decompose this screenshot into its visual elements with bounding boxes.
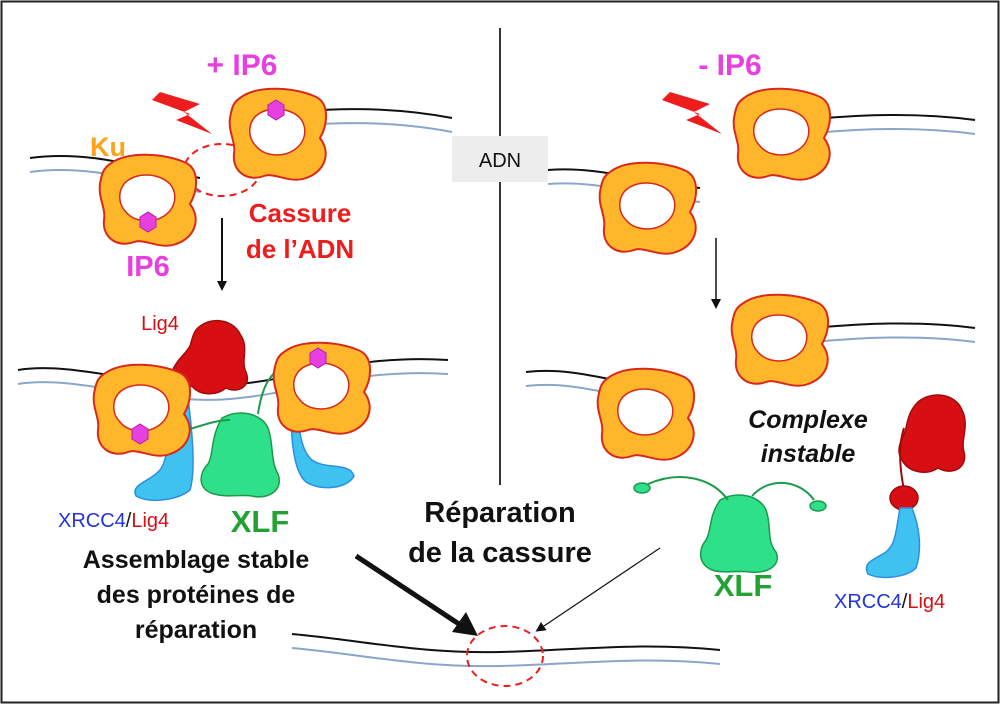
cassure-label-line2: de l’ADN [246,234,354,264]
break-lightning-icon [152,92,212,134]
xrcc4-label: XRCC4 [58,510,126,532]
minus-ip6-label: - IP6 [698,49,761,82]
ip6-molecule-icon [139,211,157,233]
assemblage-label-line1: Assemblage stable [83,546,310,574]
reparation-label-line1: Réparation [424,497,575,529]
ip6-molecule-icon [267,99,285,121]
dna-strand-repaired [291,633,721,668]
xrcc4-protein-right [290,390,355,489]
xlf-label-right: XLF [714,568,773,603]
assemblage-label-line3: réparation [135,616,257,644]
xrcc4-label-right: XRCC4 [834,591,902,613]
ku-protein-right-no-ip6 [732,87,832,181]
xrcc4-protein-free [865,507,921,579]
cassure-label-line1: Cassure [249,198,352,228]
arrow-unstable-repair [535,547,661,632]
arrow-stable-repair-head [452,612,478,636]
repaired-site-marker [466,625,544,687]
ip6-label: IP6 [126,251,170,283]
adn-label: ADN [479,150,521,172]
lig4-protein [170,320,249,395]
lig4-protein-free [889,394,966,511]
ku-protein-left-no-ip6 [598,161,698,255]
reparation-label-line2: de la cassure [408,537,592,569]
complexe-label-line2: instable [761,440,856,468]
lig4-label-short: Lig4 [131,510,169,532]
assemblage-label-line2: des protéines de [97,581,296,609]
plus-ip6-label: + IP6 [207,49,278,82]
ku-protein-unbound-left [596,367,696,461]
slash-label: / [126,510,132,532]
lig4-label-right: Lig4 [907,591,945,613]
ip6-molecule-icon [309,347,327,369]
xrcc4-lig4-label-right: XRCC4/Lig4 [834,591,945,613]
ip6-molecule-icon [131,423,149,445]
xrcc4-lig4-label-left: XRCC4/Lig4 [58,510,169,532]
slash-label-right: / [902,591,908,613]
break-lightning-icon [662,92,722,134]
xlf-protein-free [633,476,827,574]
ku-protein-unbound-right [730,293,830,387]
complexe-label-line1: Complexe [748,406,868,434]
lig4-label: Lig4 [141,313,179,335]
ku-label: Ku [90,132,126,162]
arrow-stable-repair [354,553,464,629]
xlf-label-left: XLF [231,504,290,539]
adn-label-box [452,136,548,182]
